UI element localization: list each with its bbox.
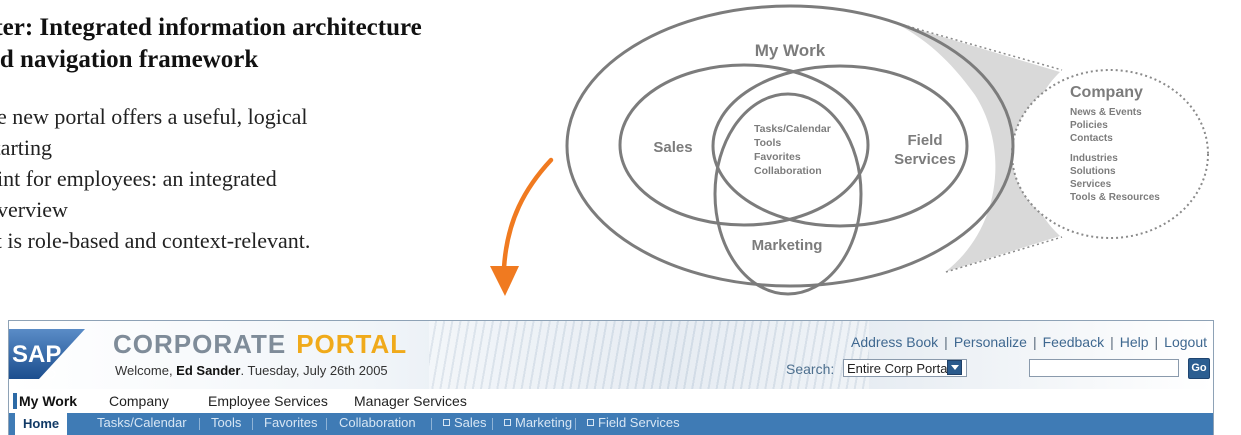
primary-nav: My Work Company Employee Services Manage… — [9, 389, 1213, 413]
my-work-label: My Work — [755, 41, 826, 60]
subnav-favorites[interactable]: Favorites — [264, 415, 318, 430]
shared-item: Tasks/Calendar — [754, 123, 831, 135]
company-title: Company — [1070, 84, 1143, 101]
nav-my-work[interactable]: My Work — [13, 393, 77, 409]
subnav-sales-label: Sales — [454, 415, 487, 430]
heading-line-1: fter: Integrated information architectur… — [0, 14, 422, 41]
sap-logo-text: SAP — [12, 341, 61, 368]
top-links: Address Book | Personalize | Feedback | Help | L… — [851, 334, 1207, 350]
company-item: Solutions — [1070, 166, 1116, 177]
separator: | — [1110, 334, 1114, 350]
field-services-label-2: Services — [894, 151, 956, 168]
portal-brand: CORPORATE PORTAL — [113, 329, 407, 360]
separator — [431, 418, 432, 430]
company-item: Services — [1070, 179, 1112, 190]
separator — [252, 418, 253, 430]
marketing-circle — [713, 92, 863, 296]
page-heading: fter: Integrated information architectur… — [0, 12, 526, 76]
brand-corporate: CORPORATE — [113, 329, 287, 359]
description-line-1: he new portal offers a useful, logical s… — [0, 104, 308, 160]
welcome-prefix: Welcome, — [115, 363, 177, 378]
search-scope-select[interactable]: Entire Corp Portal — [843, 359, 967, 377]
shared-item: Collaboration — [754, 165, 822, 177]
header-pattern — [429, 321, 869, 389]
shared-item: Favorites — [754, 151, 801, 163]
go-button[interactable]: Go — [1188, 358, 1210, 379]
company-item: Tools & Resources — [1070, 192, 1160, 203]
subnav-tasks-calendar[interactable]: Tasks/Calendar — [97, 415, 187, 430]
subnav-field-services-label: Field Services — [598, 415, 680, 430]
brand-portal: PORTAL — [296, 329, 408, 359]
company-item: Contacts — [1070, 133, 1113, 144]
nav-company[interactable]: Company — [109, 393, 169, 409]
zoom-wedge-shape — [893, 22, 1060, 272]
welcome-message: Welcome, Ed Sander. Tuesday, July 26th 2… — [115, 363, 388, 378]
search-input[interactable] — [1029, 359, 1179, 377]
bullet-icon — [443, 419, 450, 426]
field-services-label-1: Field — [907, 132, 942, 149]
heading-line-2: nd navigation framework — [0, 46, 259, 73]
my-work-ellipse — [565, 4, 1015, 288]
bullet-icon — [587, 419, 594, 426]
subnav-collaboration[interactable]: Collaboration — [339, 415, 416, 430]
separator: | — [1154, 334, 1159, 350]
dropdown-arrow-icon[interactable] — [947, 360, 962, 375]
arrow-head — [490, 266, 519, 296]
user-name: Ed Sander — [176, 363, 241, 378]
logout-link[interactable]: Logout — [1164, 334, 1207, 350]
description-line-2: oint for employees: an integrated overvi… — [0, 166, 277, 222]
welcome-date: . Tuesday, July 26th 2005 — [240, 363, 388, 378]
subnav-sales[interactable]: Sales — [443, 415, 487, 430]
separator — [199, 418, 200, 430]
description: he new portal offers a useful, logical s… — [0, 101, 316, 256]
company-item: Industries — [1070, 153, 1118, 164]
separator — [575, 418, 576, 430]
bullet-icon — [504, 419, 511, 426]
personalize-link[interactable]: Personalize — [953, 334, 1027, 350]
architecture-diagram: My Work Sales Field Services Marketing T… — [490, 4, 1209, 296]
separator: | — [1032, 334, 1037, 350]
zoom-line-bottom — [945, 236, 1063, 273]
sales-label: Sales — [653, 139, 692, 156]
search-label: Search: — [786, 361, 835, 377]
subnav-marketing-label: Marketing — [515, 415, 573, 430]
nav-manager-services[interactable]: Manager Services — [354, 393, 467, 409]
sales-circle — [618, 63, 870, 227]
secondary-nav: Home Tasks/Calendar Tools Favorites Coll… — [9, 413, 1213, 435]
marketing-label: Marketing — [752, 237, 823, 254]
search-scope-value: Entire Corp Portal — [847, 361, 951, 376]
company-item: News & Events — [1070, 107, 1142, 118]
shared-item: Tools — [754, 137, 781, 149]
company-item: Policies — [1070, 120, 1108, 131]
subnav-home[interactable]: Home — [15, 413, 68, 435]
subnav-field-services[interactable]: Field Services — [587, 415, 680, 430]
portal-screenshot: SAP CORPORATE PORTAL Welcome, Ed Sander. … — [8, 320, 1214, 435]
subnav-tools[interactable]: Tools — [211, 415, 242, 430]
help-link[interactable]: Help — [1119, 334, 1149, 350]
separator — [326, 418, 327, 430]
subnav-marketing[interactable]: Marketing — [504, 415, 572, 430]
field-services-circle — [711, 64, 969, 228]
portal-header: SAP CORPORATE PORTAL Welcome, Ed Sander. … — [9, 321, 1213, 389]
description-line-3: at is role-based and context-relevant. — [0, 228, 311, 253]
arrow-curve — [501, 157, 554, 271]
sap-logo: SAP — [9, 329, 85, 379]
address-book-link[interactable]: Address Book — [851, 334, 939, 350]
separator: | — [944, 334, 948, 350]
zoom-line-top — [892, 21, 1063, 71]
nav-employee-services[interactable]: Employee Services — [208, 393, 328, 409]
separator — [492, 418, 493, 430]
feedback-link[interactable]: Feedback — [1042, 334, 1105, 350]
